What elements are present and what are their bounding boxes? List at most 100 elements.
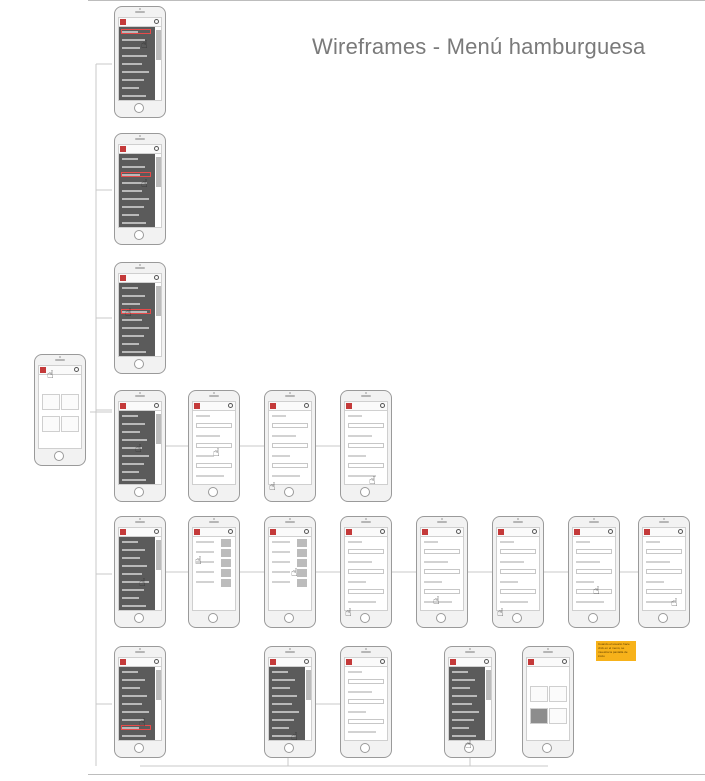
drawer-item-line [122,687,140,689]
input-box [348,463,384,468]
home-button[interactable] [134,613,144,623]
home-button[interactable] [284,487,294,497]
home-button[interactable] [134,103,144,113]
phone-frame: ☝ [114,262,166,374]
phone-screen [448,657,492,741]
home-button[interactable] [436,613,446,623]
search-icon [380,659,385,664]
bottom-rule [88,774,705,775]
pointer-hand-icon: ☝ [135,442,142,455]
pointer-hand-icon: ☝ [141,38,148,51]
home-button[interactable] [512,613,522,623]
label-line [196,455,214,457]
label-line [348,475,376,477]
menu-icon [644,529,650,535]
label-line [348,731,376,733]
phone-screen [192,527,236,611]
speaker-slot [209,521,219,523]
list-text-line [272,561,290,563]
input-box [500,549,536,554]
speaker-slot [285,521,295,523]
phone-screen [118,527,162,611]
input-box [424,549,460,554]
speaker-slot [135,395,145,397]
label-line [348,711,366,713]
home-button[interactable] [134,359,144,369]
pointer-hand-icon: ☝ [291,730,298,743]
drawer-item-line [122,431,140,433]
speaker-slot [659,521,669,523]
pointer-hand-icon: ☝ [369,474,376,487]
list-thumbnail [297,579,307,587]
drawer-item-line [122,198,149,200]
camera-dot [59,356,61,358]
annotation-note: Cuando el usuario hace click en el menú,… [596,641,636,661]
drawer-item-line [122,727,139,729]
label-line [646,541,660,543]
home-button[interactable] [284,743,294,753]
camera-dot [139,264,141,266]
drawer-item-line [122,319,142,321]
drawer-item-line [122,311,147,313]
home-button[interactable] [360,613,370,623]
home-button[interactable] [464,743,474,753]
label-line [424,561,448,563]
selected-item-highlight [121,309,151,314]
label-line [424,601,452,603]
phone-frame: ☝ [416,516,468,628]
app-bar [269,528,311,537]
drawer-item-line [122,335,144,337]
input-box [196,443,232,448]
drawer-item-line [452,727,469,729]
home-button[interactable] [360,487,370,497]
drawer-item-line [122,63,142,65]
drawer-item-line [122,447,142,449]
camera-dot [441,518,443,520]
home-button[interactable] [208,613,218,623]
label-line [272,415,286,417]
phone-frame: ☝ [34,354,86,466]
phone-frame: ☝ [188,390,240,502]
home-button[interactable] [360,743,370,753]
phone-screen [496,527,540,611]
menu-icon [120,19,126,25]
label-line [576,541,590,543]
menu-icon [346,403,352,409]
list-text-line [272,571,290,573]
speaker-slot [361,521,371,523]
nav-drawer [119,154,155,227]
camera-dot [365,518,367,520]
drawer-item-line [272,719,294,721]
drawer-item-line [122,549,145,551]
home-button[interactable] [658,613,668,623]
pointer-hand-icon: ☝ [345,606,352,619]
input-box [348,443,384,448]
home-button[interactable] [134,743,144,753]
thumbnail [156,414,161,444]
menu-icon [120,146,126,152]
home-button[interactable] [208,487,218,497]
home-button[interactable] [542,743,552,753]
home-button[interactable] [134,487,144,497]
drawer-item-line [122,695,147,697]
pointer-hand-icon: ☝ [141,177,148,190]
pointer-hand-icon: ☝ [593,584,600,597]
phone-screen [192,401,236,485]
drawer-item-line [122,287,138,289]
label-line [576,601,604,603]
input-box [348,699,384,704]
home-grid [527,658,569,724]
label-line [272,455,290,457]
home-button[interactable] [588,613,598,623]
app-bar [345,528,387,537]
home-button[interactable] [134,230,144,240]
home-button[interactable] [54,451,64,461]
list-text-line [272,541,290,543]
label-line [424,541,438,543]
label-line [424,581,442,583]
app-bar [497,528,539,537]
menu-icon [40,367,46,373]
menu-icon [194,403,200,409]
list-text-line [196,571,214,573]
home-button[interactable] [284,613,294,623]
